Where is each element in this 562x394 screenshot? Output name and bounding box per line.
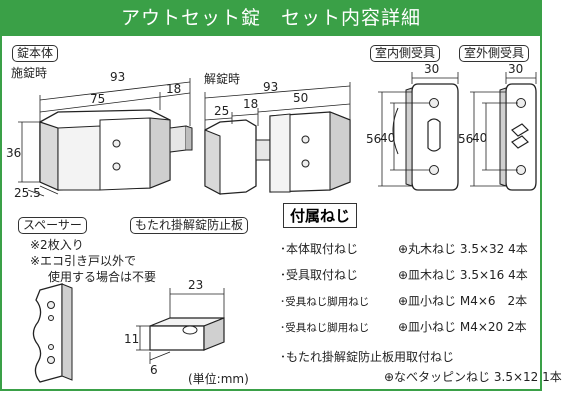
dim-strike-outer-width: 30 xyxy=(508,62,524,76)
dim-plate-height: 11 xyxy=(124,332,140,346)
spacer-note-usage-cont: 使用する場合は不要 xyxy=(48,270,157,284)
fittings-row-name: ･受具ねじ脚用ねじ xyxy=(280,322,370,334)
dim-strike-inner-width: 30 xyxy=(424,62,440,76)
spacer-note-usage: ※エコ引き戸以外で xyxy=(30,254,137,268)
lock-body-locked-dimensions xyxy=(18,78,191,197)
strike-inner-drawing xyxy=(392,83,459,191)
page-title: アウトセット錠 セット内容詳細 xyxy=(0,0,542,36)
fittings-last-name: ･もたれ掛解錠防止板用取付ねじ xyxy=(280,350,455,364)
dim-plate-length: 23 xyxy=(188,278,204,292)
strike-outer-drawing xyxy=(499,83,537,191)
strike-outer-dimensions xyxy=(470,72,537,187)
fittings-row-name: ･受具ねじ脚用ねじ xyxy=(280,296,370,308)
dim-strike-inner-h2: 40 xyxy=(380,131,396,145)
dim-locked-height: 36 xyxy=(6,146,22,160)
lock-body-label: 錠本体 xyxy=(12,45,59,62)
dim-unlocked-c: 50 xyxy=(293,91,309,105)
diagram-canvas xyxy=(18,72,537,383)
content-frame xyxy=(0,0,542,391)
fittings-row: ･本体取付ねじ ⊕丸木ねじ 3.5×32 4本 xyxy=(280,240,528,257)
spacer-drawing xyxy=(32,283,73,383)
dim-strike-inner-h1: 56 xyxy=(366,132,382,146)
fittings-row-name: ･受具取付ねじ xyxy=(280,268,359,282)
anti-lean-plate-dimensions xyxy=(136,288,225,364)
lock-body-locked-drawing xyxy=(39,109,193,191)
dim-unlocked-a: 25 xyxy=(214,104,230,118)
fittings-last-spec: ⊕なべタッピンねじ 3.5×12 1本 xyxy=(384,370,562,384)
fittings-row-spec: ⊕皿木ねじ 3.5×16 4本 xyxy=(398,268,528,282)
fittings-title: 付属ねじ xyxy=(283,203,358,228)
spacer-label: スペーサー xyxy=(18,217,87,234)
locked-state-label: 施錠時 xyxy=(11,66,48,80)
lock-body-unlocked-dimensions xyxy=(204,82,351,130)
fittings-row-spec: ⊕皿小ねじ M4×20 2本 xyxy=(398,320,527,334)
dim-unlocked-b: 18 xyxy=(243,97,259,111)
anti-lean-plate-drawing xyxy=(149,317,225,351)
fittings-row-name: ･本体取付ねじ xyxy=(280,242,359,256)
dim-plate-thickness: 6 xyxy=(150,363,158,377)
spacer-note-qty: ※2枚入り xyxy=(30,238,84,252)
dim-strike-outer-h1: 56 xyxy=(458,132,474,146)
dim-locked-right: 18 xyxy=(166,82,182,96)
dim-locked-overall: 93 xyxy=(110,70,126,84)
unlocked-state-label: 解錠時 xyxy=(204,72,241,86)
lock-body-unlocked-drawing xyxy=(204,111,351,195)
fittings-row: ･受具取付ねじ ⊕皿木ねじ 3.5×16 4本 xyxy=(280,266,528,283)
strike-outer-label: 室外側受具 xyxy=(459,45,530,62)
dim-locked-left: 75 xyxy=(90,92,106,106)
fittings-row: ･受具ねじ脚用ねじ ⊕皿小ねじ M4×6 2本 xyxy=(280,292,527,309)
fittings-row: ･受具ねじ脚用ねじ ⊕皿小ねじ M4×20 2本 xyxy=(280,318,527,335)
dim-unlocked-overall: 93 xyxy=(263,80,279,94)
dim-strike-outer-h2: 40 xyxy=(472,131,488,145)
strike-inner-dimensions xyxy=(378,72,459,187)
fittings-row-spec: ⊕皿小ねじ M4×6 2本 xyxy=(398,294,528,308)
strike-inner-label: 室内側受具 xyxy=(370,45,441,62)
unit-note: (単位:mm) xyxy=(188,372,249,386)
anti-lean-plate-label: もたれ掛解錠防止板 xyxy=(130,217,249,234)
dim-locked-depth: 25.5 xyxy=(14,186,41,200)
fittings-row-spec: ⊕丸木ねじ 3.5×32 4本 xyxy=(398,242,528,256)
